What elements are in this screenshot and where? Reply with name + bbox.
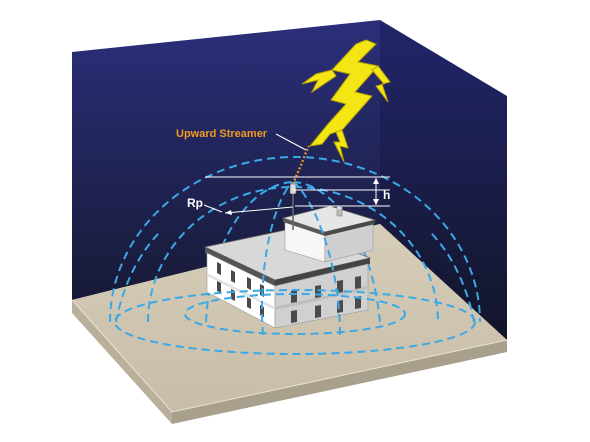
lightning-bolt-icon (301, 39, 391, 163)
lightning-rod-head (289, 183, 297, 195)
radius-label: Rp (187, 196, 203, 210)
height-label: h (383, 188, 390, 202)
building (203, 183, 377, 329)
streamer-leader-line (275, 133, 307, 151)
protection-dome-meridian-front-right (293, 181, 341, 336)
building-right-wall (274, 263, 369, 329)
protection-base-outer (114, 289, 476, 355)
protection-base-inner (184, 293, 406, 335)
upward-streamer (275, 133, 310, 185)
upward-streamer-label: Upward Streamer (176, 128, 268, 140)
protection-dome-meridian-front (260, 181, 293, 336)
radius-arrow (224, 206, 294, 214)
dimension-lines (203, 176, 390, 215)
protection-dome-front-left (115, 231, 161, 323)
protection-zone-front (114, 181, 476, 355)
protection-dome-outer-back (109, 156, 481, 323)
protection-dome-meridian-left (205, 181, 293, 323)
protection-dome-front-right (429, 231, 475, 323)
